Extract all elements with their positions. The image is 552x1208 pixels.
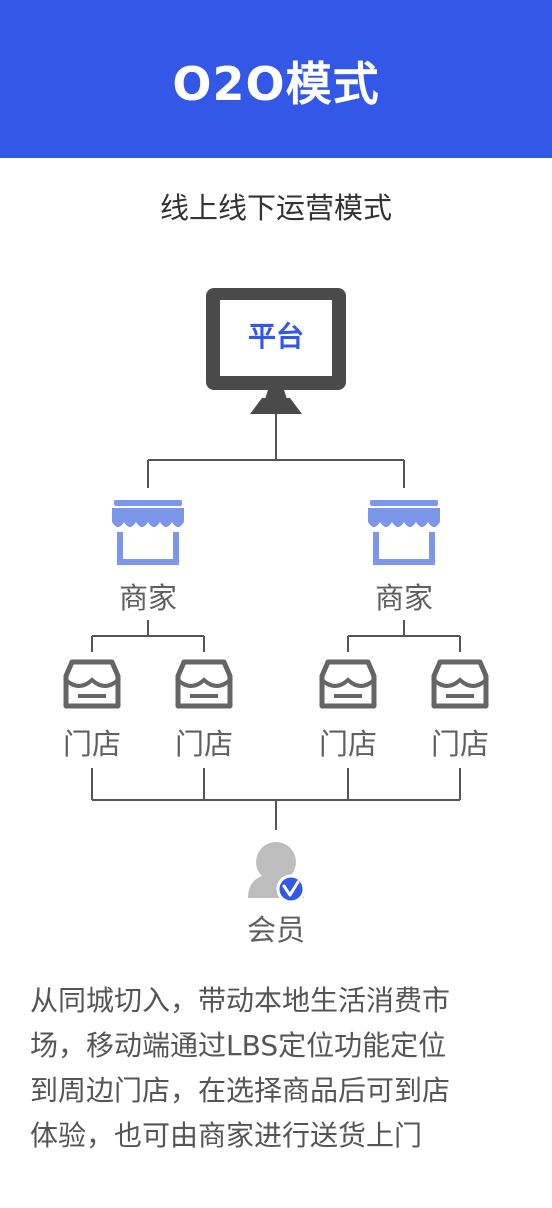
diagram-subtitle: 线上线下运营模式	[159, 191, 392, 225]
connector-lines	[91, 414, 461, 830]
verified-user-icon	[248, 842, 306, 904]
store-icon	[63, 659, 121, 709]
storefront-awning-icon	[368, 500, 440, 565]
member-label: 会员	[246, 913, 305, 947]
monitor-icon	[206, 288, 346, 414]
store-icon	[319, 659, 377, 709]
storefront-awning-icon	[112, 500, 184, 565]
page-title: O2O模式	[172, 57, 380, 111]
merchant-label-left: 商家	[118, 581, 177, 615]
description-text: 从同城切入，带动本地生活消费市 场，移动端通过LBS定位功能定位 到周边门店，在…	[30, 984, 451, 1152]
store-label-4: 门店	[430, 727, 489, 761]
merchant-label-right: 商家	[374, 581, 433, 615]
store-label-2: 门店	[174, 727, 233, 761]
store-label-1: 门店	[62, 727, 121, 761]
store-label-3: 门店	[318, 727, 377, 761]
store-icon	[175, 659, 233, 709]
store-icon	[431, 659, 489, 709]
platform-label: 平台	[248, 320, 304, 353]
header-banner: O2O模式	[0, 0, 552, 158]
